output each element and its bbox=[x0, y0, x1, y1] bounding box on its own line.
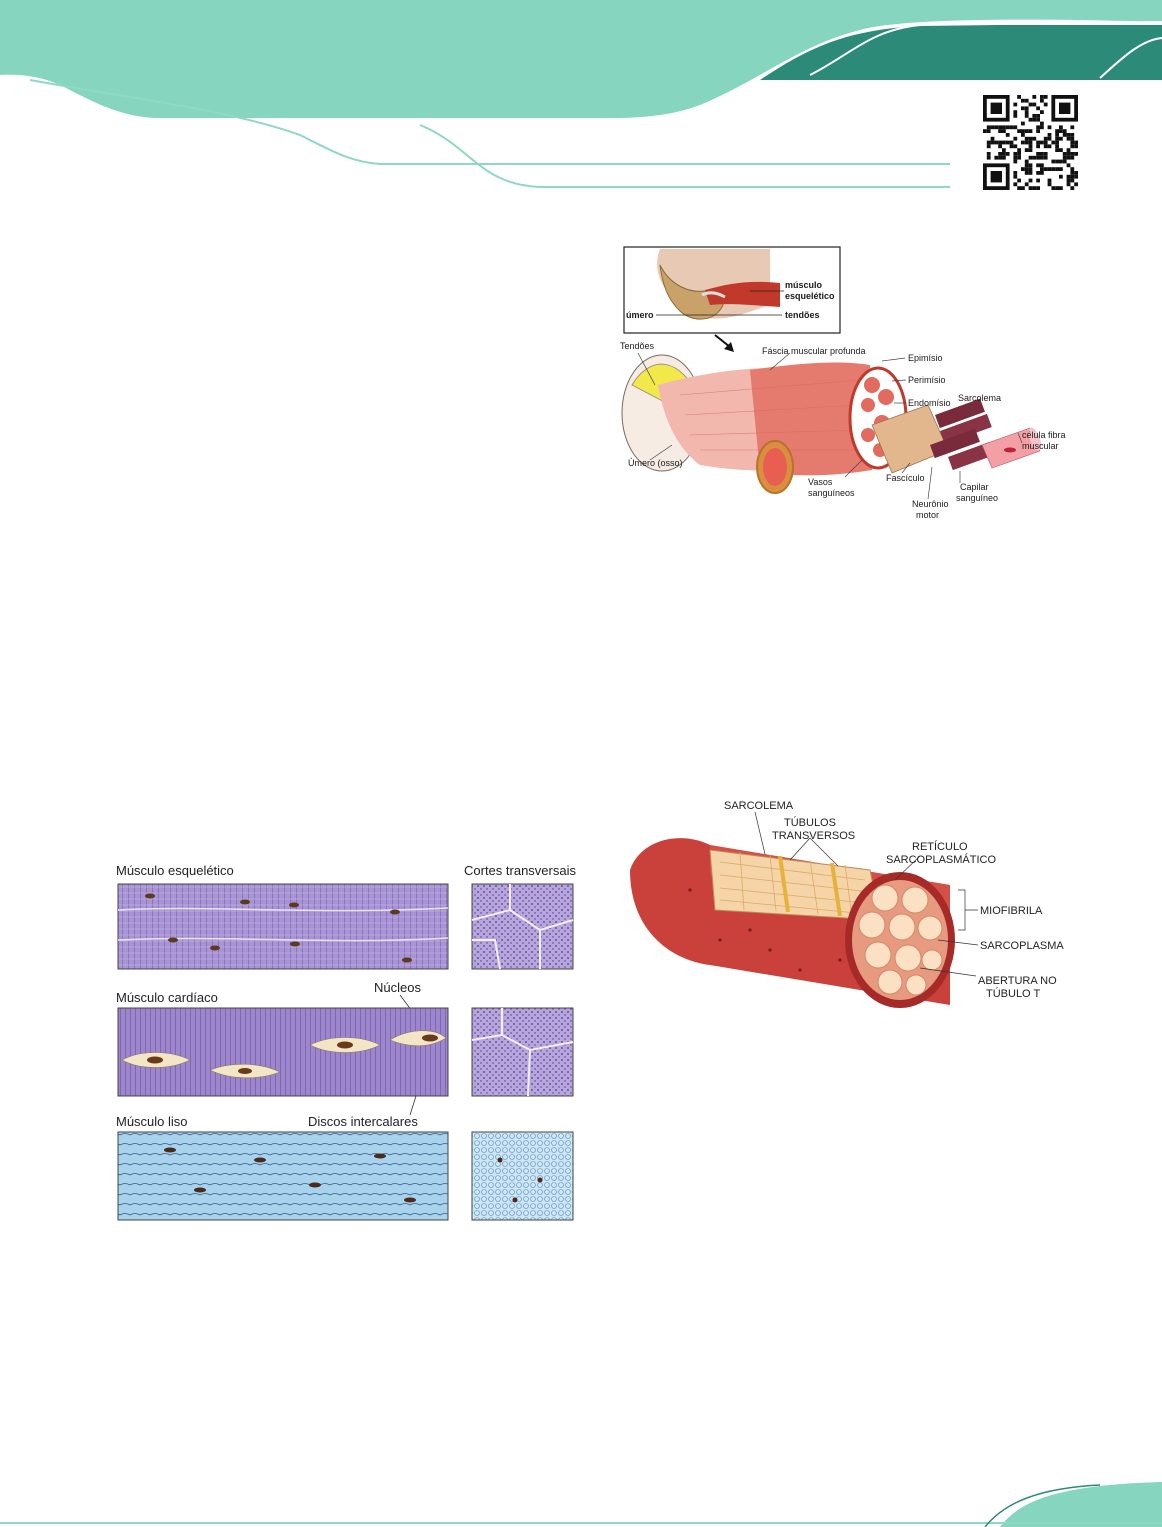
label-neuronio-1: Neurônio bbox=[912, 499, 949, 509]
skeletal-cross-section-panel bbox=[471, 883, 574, 970]
label-reticulo-1: RETÍCULO bbox=[912, 840, 968, 853]
smooth-cross-section-panel bbox=[471, 1131, 574, 1221]
label-reticulo-2: SARCOPLASMÁTICO bbox=[886, 853, 996, 866]
label-abertura-2: TÚBULO T bbox=[986, 987, 1040, 1000]
label-cortes-transversais: Cortes transversais bbox=[464, 863, 576, 878]
label-discos-intercalares: Discos intercalares bbox=[308, 1114, 418, 1129]
label-nucleos: Núcleos bbox=[374, 980, 421, 995]
label-capilar-1: Capilar bbox=[960, 482, 989, 492]
skeletal-longitudinal-panel bbox=[117, 883, 449, 970]
label-tubulos-1: TÚBULOS bbox=[784, 816, 836, 829]
label-perimisio: Perimísio bbox=[908, 375, 946, 385]
label-musculo-esqueletico: Músculo esquelético bbox=[116, 863, 234, 878]
label-fasciculo: Fascículo bbox=[886, 473, 925, 483]
label-abertura-1: ABERTURA NO bbox=[978, 975, 1057, 987]
smooth-longitudinal-panel bbox=[117, 1131, 449, 1221]
page-footer-decoration bbox=[0, 1482, 1162, 1527]
label-neuronio-2: motor bbox=[916, 510, 939, 520]
qr-code-icon[interactable] bbox=[983, 95, 1078, 190]
label-capilar-2: sanguíneo bbox=[956, 493, 998, 503]
label-tubulos-2: TRANSVERSOS bbox=[772, 830, 855, 842]
inset-muscle-label-2: esquelético bbox=[785, 291, 835, 301]
page-header-decoration bbox=[0, 0, 1162, 188]
label-vasos-1: Vasos bbox=[808, 477, 833, 487]
label-celula-1: célula fibra bbox=[1022, 430, 1066, 440]
label-sarcoplasma: SARCOPLASMA bbox=[980, 940, 1064, 952]
cardiac-cross-section-panel bbox=[471, 1007, 574, 1097]
label-tendoes: Tendões bbox=[620, 341, 655, 351]
inset-muscle-label-1: músculo bbox=[785, 280, 823, 290]
label-sarcolema: Sarcolema bbox=[958, 393, 1001, 403]
header-bottom-line bbox=[29, 79, 950, 165]
label-endomisio: Endomísio bbox=[908, 398, 951, 408]
label-epimisio: Epimísio bbox=[908, 353, 943, 363]
label-sarcolema-upper: SARCOLEMA bbox=[724, 800, 794, 812]
inset-tendoes-label: tendões bbox=[785, 310, 820, 320]
label-miofibrila: MIOFIBRILA bbox=[980, 905, 1043, 917]
arrow-icon bbox=[724, 342, 734, 352]
label-celula-2: muscular bbox=[1022, 441, 1059, 451]
figure-muscle-fiber: SARCOLEMA TÚBULOS TRANSVERSOS RETÍCULO S… bbox=[630, 800, 1064, 1008]
header-dark-wave bbox=[760, 25, 1162, 80]
header-light-band bbox=[0, 0, 1162, 119]
figure-muscle-tissue-types: Músculo esquelético Cortes transversais … bbox=[116, 863, 576, 1221]
label-musculo-liso: Músculo liso bbox=[116, 1114, 188, 1129]
figure-skeletal-muscle-structure: músculo esquelético úmero tendões bbox=[620, 246, 1066, 520]
label-umero-osso: Úmero (osso) bbox=[628, 458, 683, 468]
label-vasos-2: sanguíneos bbox=[808, 488, 855, 498]
label-fascia: Fáscia muscular profunda bbox=[762, 346, 866, 356]
inset-umero-label: úmero bbox=[626, 310, 654, 320]
cardiac-longitudinal-panel bbox=[117, 1007, 449, 1097]
label-musculo-cardiaco: Músculo cardíaco bbox=[116, 990, 218, 1005]
